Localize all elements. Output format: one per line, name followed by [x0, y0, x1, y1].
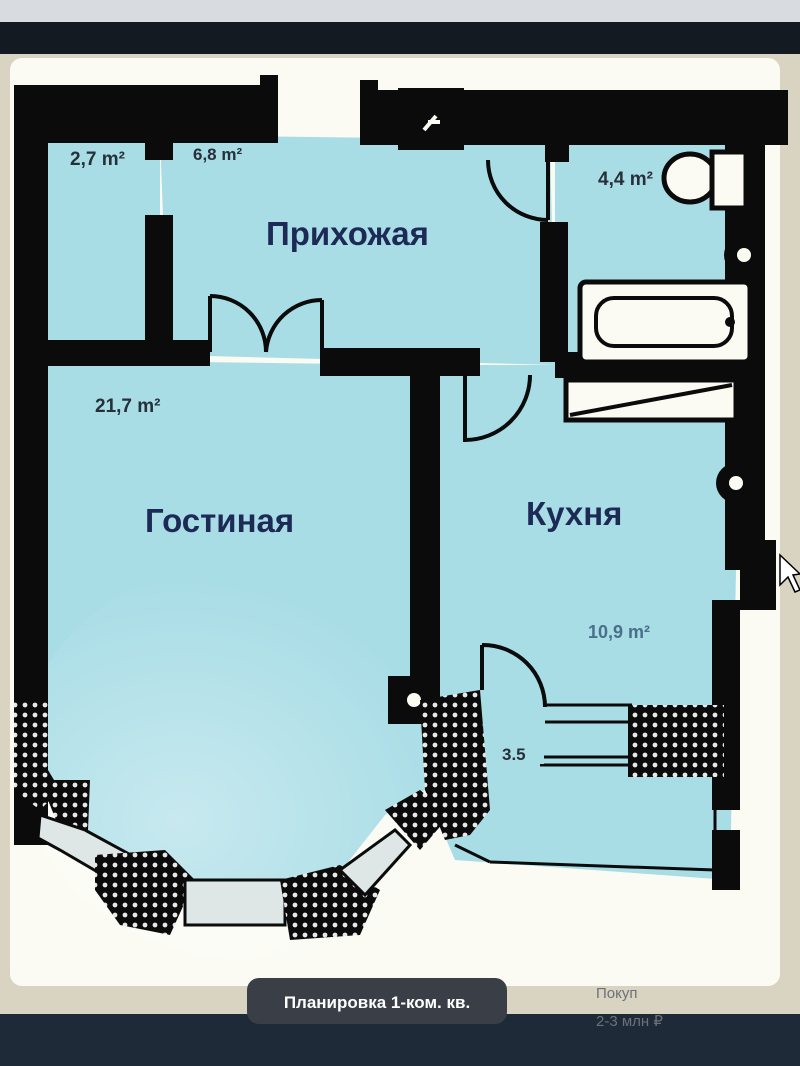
- wall-living-kitchen: [410, 360, 440, 690]
- window-bottom-left: [95, 850, 195, 935]
- bathtub-basin: [594, 296, 734, 348]
- hallway-name-label: Прихожая: [266, 215, 429, 252]
- living-door-right: [264, 297, 324, 353]
- wall-hall-living-right: [320, 348, 480, 376]
- bathroom-fixtures: [563, 149, 764, 503]
- room-fills: [20, 135, 740, 960]
- closet-wall-top: [145, 140, 173, 160]
- wall-right-outer-mid: [740, 540, 776, 610]
- bathtub-drain: [725, 317, 735, 327]
- kitchen-name-label: Кухня: [526, 495, 622, 532]
- caption-pill: Планировка 1-ком. кв.: [247, 978, 507, 1024]
- mouse-cursor-icon: [779, 553, 800, 593]
- bathroom-area-label: 4,4 m²: [598, 169, 653, 190]
- balcony-edge-diag: [454, 843, 491, 864]
- glazing-right: [337, 828, 413, 898]
- balcony-edge-bottom: [489, 860, 716, 872]
- wall-hall-bath: [540, 222, 568, 362]
- column-core-icon: [407, 693, 421, 707]
- toilet-icon: [661, 151, 719, 205]
- balcony: [454, 703, 717, 872]
- glazing-bottom: [183, 878, 287, 927]
- doors: [208, 159, 550, 708]
- browser-topbar: [0, 0, 800, 22]
- window-kitchen-right: [628, 705, 724, 777]
- wall-hall-bath-top: [545, 140, 569, 162]
- hallway-floor: [160, 135, 555, 365]
- wall-top-right-post: [360, 80, 378, 145]
- kitchen-door: [463, 374, 532, 443]
- living-name-label: Гостиная: [145, 502, 294, 539]
- living-area-label: 21,7 m²: [95, 396, 160, 417]
- bay-window: [14, 690, 724, 940]
- entrance-door-icon: [422, 114, 440, 132]
- living-door-left: [208, 294, 268, 353]
- closet-area-label: 2,7 m²: [70, 149, 125, 170]
- wall-top-left-post: [260, 75, 278, 143]
- window-kitchen-left: [420, 690, 490, 840]
- kitchen-area-label: 10,9 m²: [588, 622, 650, 642]
- window-left-corner: [40, 780, 90, 830]
- balcony-door: [480, 642, 547, 708]
- bathroom-door: [486, 159, 550, 222]
- balcony-area-label: 3.5: [502, 745, 526, 764]
- caption-text: Планировка 1-ком. кв.: [284, 993, 470, 1012]
- wall-right-outer-bottom: [712, 830, 740, 890]
- dark-header-strip: [0, 22, 800, 54]
- side-info-line1: Покуп: [596, 985, 637, 1002]
- hallway-area-label: 6,8 m²: [193, 145, 242, 164]
- caption-background: [247, 978, 507, 1024]
- toilet-tank: [709, 149, 749, 211]
- balcony-label-bg: [498, 748, 544, 764]
- closet-floor: [45, 140, 160, 355]
- wall-hall-living-left: [40, 340, 210, 366]
- side-info-line2: 2-3 млн ₽: [596, 1013, 663, 1030]
- wall-top-left: [14, 85, 276, 143]
